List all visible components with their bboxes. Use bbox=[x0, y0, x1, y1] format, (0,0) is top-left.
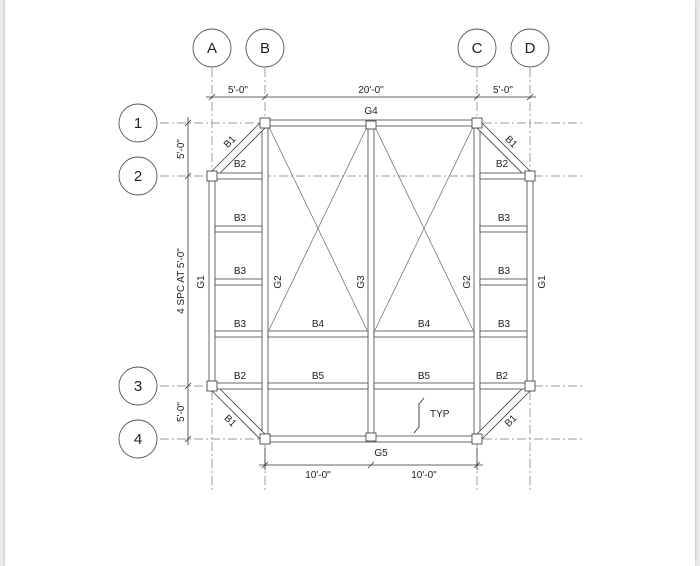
beam-b3-r1 bbox=[479, 225, 528, 233]
cross-bracing bbox=[268, 126, 474, 331]
label-g4: G4 bbox=[364, 106, 378, 117]
girder-g1-left bbox=[208, 175, 216, 387]
beam-b1-tl bbox=[209, 119, 268, 180]
beam-b2-tl bbox=[214, 172, 263, 180]
label-b2-tr: B2 bbox=[496, 159, 509, 170]
dim-top-left: 5'-0" bbox=[228, 85, 248, 96]
label-b3-r1: B3 bbox=[498, 213, 511, 224]
beam-b4-l bbox=[267, 330, 369, 338]
dimension-lines bbox=[184, 93, 536, 470]
grid-label-c: C bbox=[472, 40, 483, 57]
label-g5: G5 bbox=[374, 448, 388, 459]
grid-bubble-b bbox=[245, 28, 285, 68]
dim-bottom-left: 10'-0" bbox=[305, 470, 331, 481]
grid-bubble-c bbox=[457, 28, 497, 68]
beam-b5-l bbox=[267, 382, 369, 390]
beam-b2-br bbox=[479, 382, 528, 390]
framing-members bbox=[208, 119, 534, 443]
dim-left-middle: 4 SPC AT 5'-0" bbox=[176, 248, 187, 314]
beam-b2-bl bbox=[214, 382, 263, 390]
grid-label-1: 1 bbox=[134, 115, 142, 132]
label-g2-left: G2 bbox=[273, 275, 284, 289]
beam-b1-tr bbox=[474, 119, 533, 180]
grid-bubble-a bbox=[192, 28, 232, 68]
drawing-sheet bbox=[5, 0, 695, 566]
label-b3-l1: B3 bbox=[234, 213, 247, 224]
dim-bottom-right: 10'-0" bbox=[411, 470, 437, 481]
label-b3-r3: B3 bbox=[498, 319, 511, 330]
beam-b1-br bbox=[474, 382, 533, 443]
label-g1-left: G1 bbox=[196, 275, 207, 289]
beam-b3-l3 bbox=[214, 330, 263, 338]
label-b1-bl: B1 bbox=[222, 413, 239, 430]
label-b5-l: B5 bbox=[312, 371, 325, 382]
grid-label-a: A bbox=[207, 40, 217, 57]
dim-top-middle: 20'-0" bbox=[358, 85, 384, 96]
beam-b2-tr bbox=[479, 172, 528, 180]
label-g3: G3 bbox=[356, 275, 367, 289]
beam-b3-r2 bbox=[479, 278, 528, 286]
label-b3-r2: B3 bbox=[498, 266, 511, 277]
beam-b5-r bbox=[373, 382, 475, 390]
grid-bubble-1 bbox=[118, 103, 158, 143]
connection-markers bbox=[206, 117, 536, 445]
girder-g3 bbox=[367, 122, 375, 440]
girder-g1-right bbox=[526, 175, 534, 387]
beam-b3-r3 bbox=[479, 330, 528, 338]
typical-note: TYP bbox=[430, 409, 450, 420]
grid-label-2: 2 bbox=[134, 168, 142, 185]
grid-label-3: 3 bbox=[134, 378, 142, 395]
grid-bubble-3 bbox=[118, 366, 158, 406]
label-b3-l2: B3 bbox=[234, 266, 247, 277]
beam-b3-l1 bbox=[214, 225, 263, 233]
beam-b3-l2 bbox=[214, 278, 263, 286]
grid-label-b: B bbox=[260, 40, 270, 57]
label-b5-r: B5 bbox=[418, 371, 431, 382]
label-b2-bl: B2 bbox=[234, 371, 247, 382]
typical-section-mark bbox=[413, 397, 425, 434]
label-g1-right: G1 bbox=[537, 275, 548, 289]
grid-label-d: D bbox=[525, 40, 536, 57]
label-b4-l: B4 bbox=[312, 319, 325, 330]
dim-left-bottom: 5'-0" bbox=[176, 402, 187, 422]
grid-bubble-2 bbox=[118, 156, 158, 196]
grid-label-4: 4 bbox=[134, 431, 142, 448]
girder-g2-right bbox=[473, 122, 481, 440]
label-g2-right: G2 bbox=[462, 275, 473, 289]
grid-bubble-4 bbox=[118, 419, 158, 459]
label-b3-l3: B3 bbox=[234, 319, 247, 330]
grid-bubble-d bbox=[510, 28, 550, 68]
label-b4-r: B4 bbox=[418, 319, 431, 330]
dim-top-right: 5'-0" bbox=[493, 85, 513, 96]
label-b2-br: B2 bbox=[496, 371, 509, 382]
label-b2-tl: B2 bbox=[234, 159, 247, 170]
girder-g2-left bbox=[261, 122, 269, 440]
beam-b4-r bbox=[373, 330, 475, 338]
grid-bubbles bbox=[118, 28, 550, 459]
dim-left-top: 5'-0" bbox=[176, 139, 187, 159]
beam-b1-bl bbox=[209, 382, 268, 443]
